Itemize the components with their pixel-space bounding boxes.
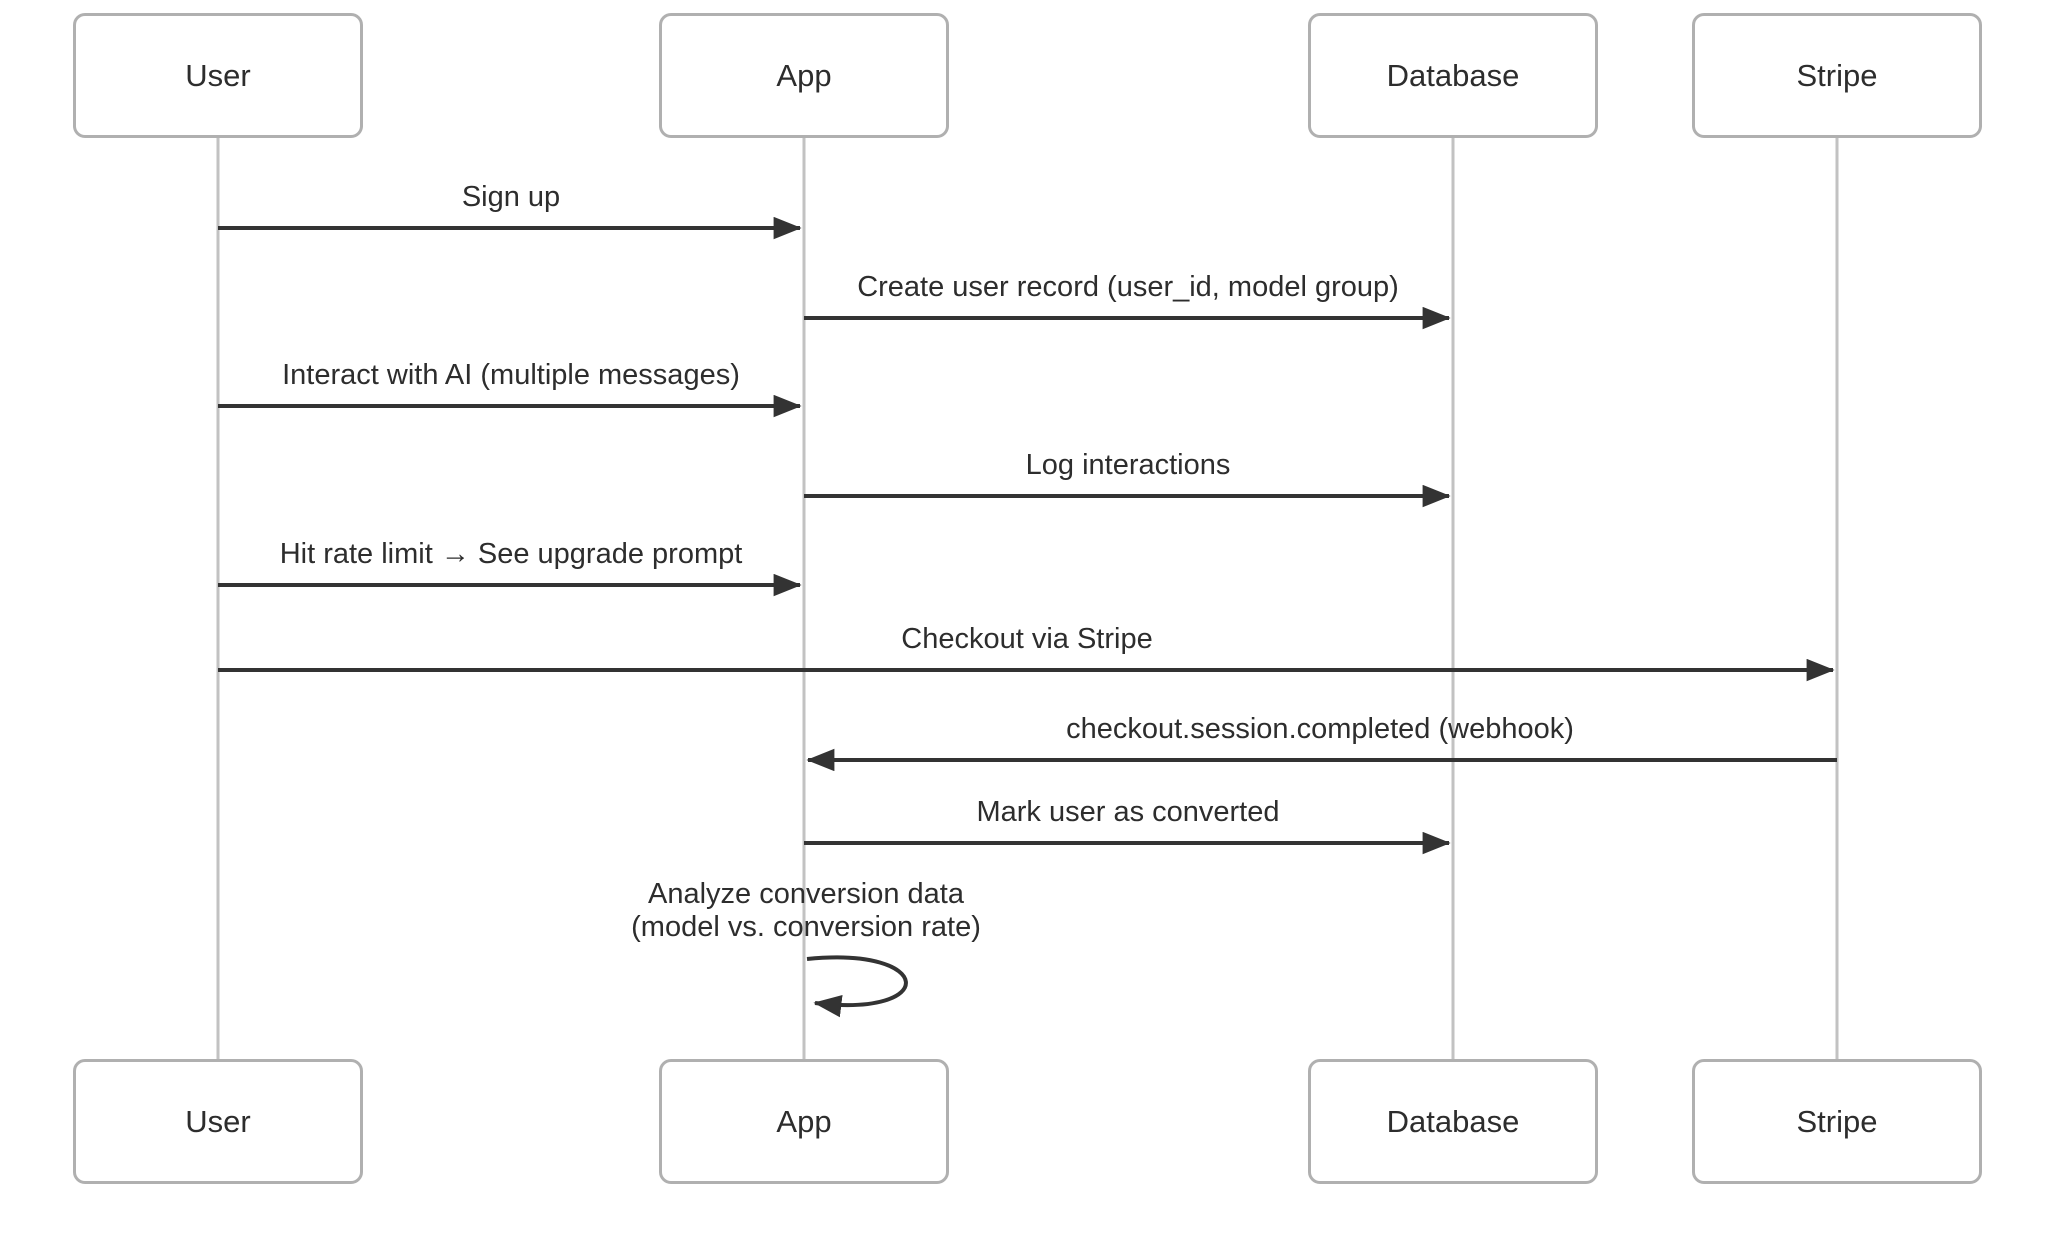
message-label-interact-with-ai: Interact with AI (multiple messages) (282, 359, 740, 391)
message-label-mark-converted: Mark user as converted (976, 796, 1280, 828)
message-label-analyze-conversion: Analyze conversion data (model vs. conve… (386, 878, 1226, 944)
actor-label-user-top: User (185, 57, 251, 93)
actor-box-database-bottom: Database (1308, 1059, 1598, 1184)
actor-label-app-bottom: App (776, 1103, 832, 1139)
actor-box-stripe-top: Stripe (1692, 13, 1982, 138)
actor-box-user-top: User (73, 13, 363, 138)
message-label-webhook-completed: checkout.session.completed (webhook) (1066, 713, 1574, 745)
message-label-sign-up: Sign up (461, 181, 561, 213)
actor-box-stripe-bottom: Stripe (1692, 1059, 1982, 1184)
actor-label-database-top: Database (1386, 57, 1520, 93)
message-label-analyze-conversion-line1: Analyze conversion data (648, 878, 964, 910)
actor-label-stripe-top: Stripe (1796, 57, 1878, 93)
actor-label-database-bottom: Database (1386, 1103, 1520, 1139)
message-label-analyze-conversion-line2: (model vs. conversion rate) (631, 911, 981, 943)
message-label-log-interactions: Log interactions (1025, 449, 1231, 481)
actor-label-app-top: App (776, 57, 832, 93)
actor-box-app-top: App (659, 13, 949, 138)
actor-box-app-bottom: App (659, 1059, 949, 1184)
actor-box-user-bottom: User (73, 1059, 363, 1184)
self-loop-arrow-analyze (806, 955, 908, 1018)
message-label-create-user-record: Create user record (user_id, model group… (857, 271, 1399, 303)
message-label-checkout-via-stripe: Checkout via Stripe (901, 623, 1153, 655)
actor-box-database-top: Database (1308, 13, 1598, 138)
actor-label-user-bottom: User (185, 1103, 251, 1139)
actor-label-stripe-bottom: Stripe (1796, 1103, 1878, 1139)
message-label-hit-rate-limit: Hit rate limit → See upgrade prompt (279, 538, 743, 570)
